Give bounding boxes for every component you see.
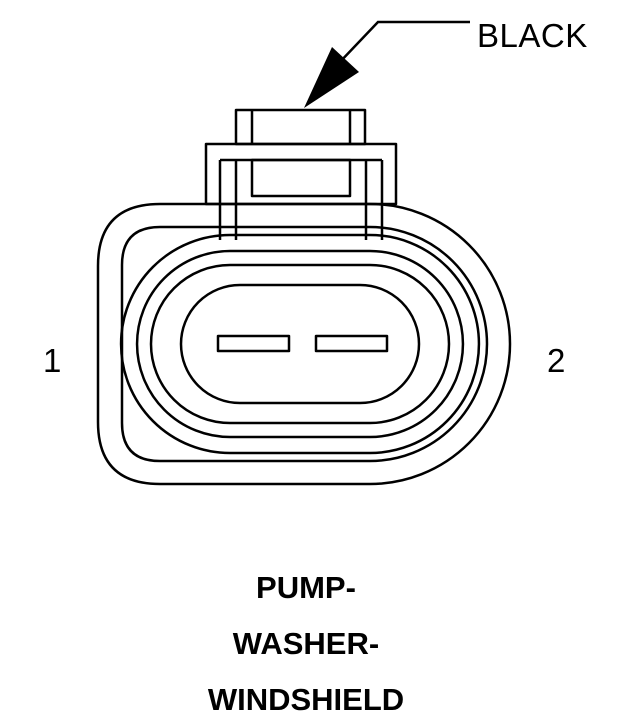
- pin-2-label: 2: [547, 342, 566, 379]
- callout-label-black: BLACK: [477, 17, 588, 54]
- pin-1-label: 1: [43, 342, 62, 379]
- connector-outer-housing: [96, 202, 512, 486]
- connector-face: [179, 283, 421, 405]
- lock-tab-window: [250, 158, 352, 198]
- component-title-line-1: PUMP-: [256, 570, 356, 605]
- pin-1-terminal: [216, 334, 291, 353]
- pin-2-terminal: [314, 334, 389, 353]
- connector-face-outline-2: [135, 249, 465, 439]
- connector-face-outline-1: [119, 233, 481, 455]
- callout-leader: [304, 20, 470, 108]
- arrowhead-icon: [304, 47, 359, 108]
- lock-tab-right-rail: [364, 160, 384, 240]
- lock-tab-top: [234, 108, 367, 146]
- connector-face-outline-3: [149, 263, 451, 425]
- lock-tab-frame: [204, 142, 398, 206]
- lock-tab-left-rail: [218, 160, 238, 240]
- connector-inner-housing: [120, 225, 489, 463]
- component-title-line-3: WINDSHIELD: [207, 682, 405, 717]
- component-title-line-2: WASHER-: [232, 626, 380, 661]
